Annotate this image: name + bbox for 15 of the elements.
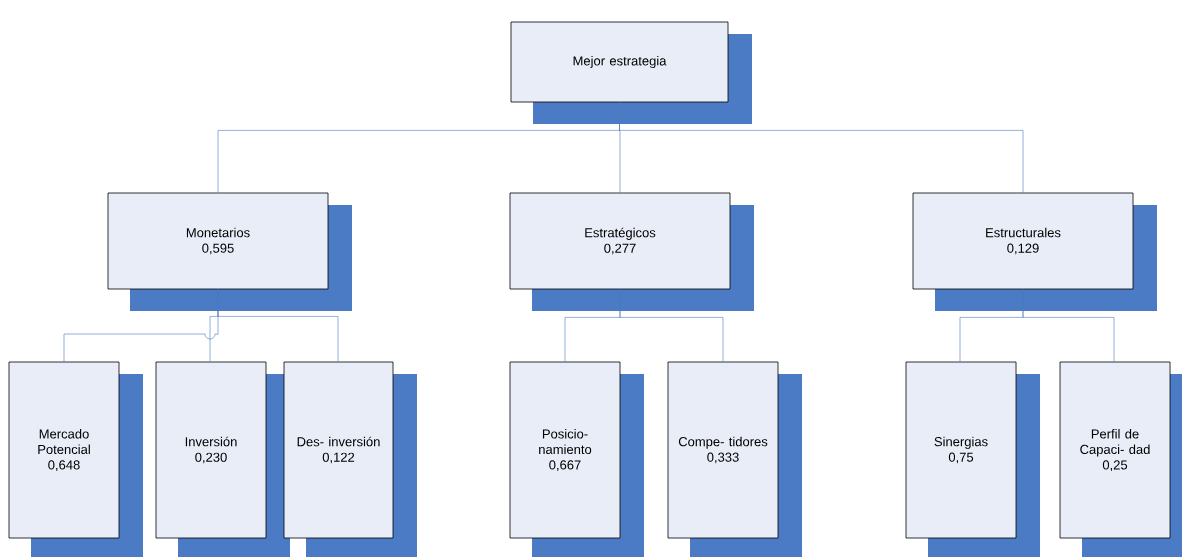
shadowed-box: Estratégicos 0,277 bbox=[509, 192, 754, 311]
connector-line bbox=[217, 289, 339, 362]
shadowed-box: Mercado Potencial 0,648 bbox=[8, 361, 143, 557]
shadowed-box: Compe- tidores 0,333 bbox=[667, 361, 802, 557]
shadowed-box: Posicio- namiento 0,667 bbox=[509, 361, 644, 557]
connector-line bbox=[619, 289, 724, 362]
shadowed-box: Mejor estrategia bbox=[510, 21, 752, 124]
connector-line bbox=[1022, 289, 1115, 362]
shadowed-box: Monetarios 0,595 bbox=[107, 192, 352, 311]
shadowed-box: Des- inversión 0,122 bbox=[283, 361, 417, 557]
connector-line bbox=[619, 102, 1024, 193]
shadowed-box: Sinergias 0,75 bbox=[905, 361, 1040, 557]
shadowed-box: Perfil de Capaci- dad 0,25 bbox=[1059, 361, 1182, 557]
shadowed-box: Inversión 0,230 bbox=[155, 361, 290, 557]
shadowed-box: Estructurales 0,129 bbox=[912, 192, 1157, 311]
